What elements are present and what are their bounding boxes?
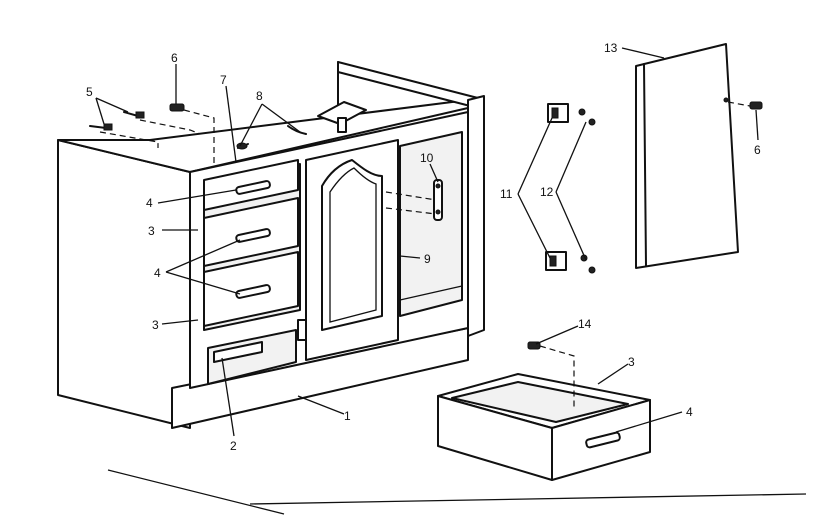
drawer-slide-part <box>213 341 263 363</box>
alignment-line <box>385 191 437 201</box>
callout-10: 10 <box>420 151 434 165</box>
clip-icon <box>169 103 185 112</box>
alignment-line <box>385 207 437 215</box>
cabinet-assembly <box>57 61 485 429</box>
hinge-screw-icon <box>588 266 596 274</box>
callout-labels: 6 5 7 8 4 3 4 3 1 2 9 10 11 12 13 6 14 3… <box>86 41 761 453</box>
alignment-line <box>727 101 751 107</box>
drawer-interior <box>451 381 629 423</box>
door-catch <box>385 179 443 221</box>
ground-line <box>107 469 285 515</box>
callout-5: 5 <box>86 85 93 99</box>
callout-3-drawer: 3 <box>628 355 635 369</box>
callout-9: 9 <box>424 252 431 266</box>
lower-opening <box>207 329 297 385</box>
hinge-knuckle-icon <box>549 255 557 267</box>
callout-12: 12 <box>540 185 554 199</box>
door-hinge-icon <box>297 319 307 341</box>
callout-8: 8 <box>256 89 263 103</box>
catch-screw-icon <box>435 183 441 189</box>
right-opening-shelf <box>399 285 463 301</box>
door-panel-inner <box>329 167 377 323</box>
callout-1: 1 <box>344 409 351 423</box>
alignment-line <box>183 109 215 166</box>
hinge-set <box>545 103 596 274</box>
screw-head-icon <box>135 111 145 119</box>
callout-6: 6 <box>171 51 178 65</box>
loose-drawer <box>437 341 651 481</box>
alignment-line <box>539 345 575 410</box>
door-raised-panel <box>321 159 383 331</box>
cabinet-back-top <box>337 61 479 109</box>
bracket-post <box>337 117 347 133</box>
screw-icon <box>89 125 107 129</box>
hinge-knuckle-icon <box>551 107 559 119</box>
callout-4-drawer: 4 <box>686 405 693 419</box>
clip-icon <box>749 101 763 110</box>
leader-lines <box>95 47 759 437</box>
screw-icon <box>287 125 307 135</box>
callout-3-bottom: 3 <box>152 318 159 332</box>
side-panel-edge <box>643 63 647 267</box>
ground-line <box>249 493 807 505</box>
alignment-line <box>139 119 201 135</box>
hinge-screw-icon <box>578 108 586 116</box>
hinge-screw-icon <box>588 118 596 126</box>
drawer-pull-icon <box>235 284 271 299</box>
drawer-pull-icon <box>235 180 271 195</box>
loose-side-panel <box>635 43 763 269</box>
callout-4-top: 4 <box>146 196 153 210</box>
callout-4-middle: 4 <box>154 266 161 280</box>
side-panel <box>635 43 739 269</box>
callout-6-panel: 6 <box>754 143 761 157</box>
alignment-line <box>99 131 159 148</box>
callout-11: 11 <box>500 187 513 201</box>
drawer-pull-icon <box>585 431 621 449</box>
callout-14: 14 <box>578 317 592 331</box>
catch-screw-icon <box>435 209 441 215</box>
cabinet-right-end <box>467 95 485 337</box>
right-opening <box>399 131 463 317</box>
panel-hole-icon <box>723 97 729 103</box>
callout-7: 7 <box>220 73 227 87</box>
callout-2: 2 <box>230 439 237 453</box>
catch-icon <box>433 179 443 221</box>
drawer-pull-icon <box>235 228 271 243</box>
callout-13: 13 <box>604 41 618 55</box>
cabinet-side-panel <box>57 139 191 429</box>
top-hardware <box>89 101 367 166</box>
screw-head-icon <box>103 123 113 131</box>
corner-bracket <box>317 101 367 125</box>
callout-3-top: 3 <box>148 224 155 238</box>
screw-head-icon <box>236 142 248 150</box>
